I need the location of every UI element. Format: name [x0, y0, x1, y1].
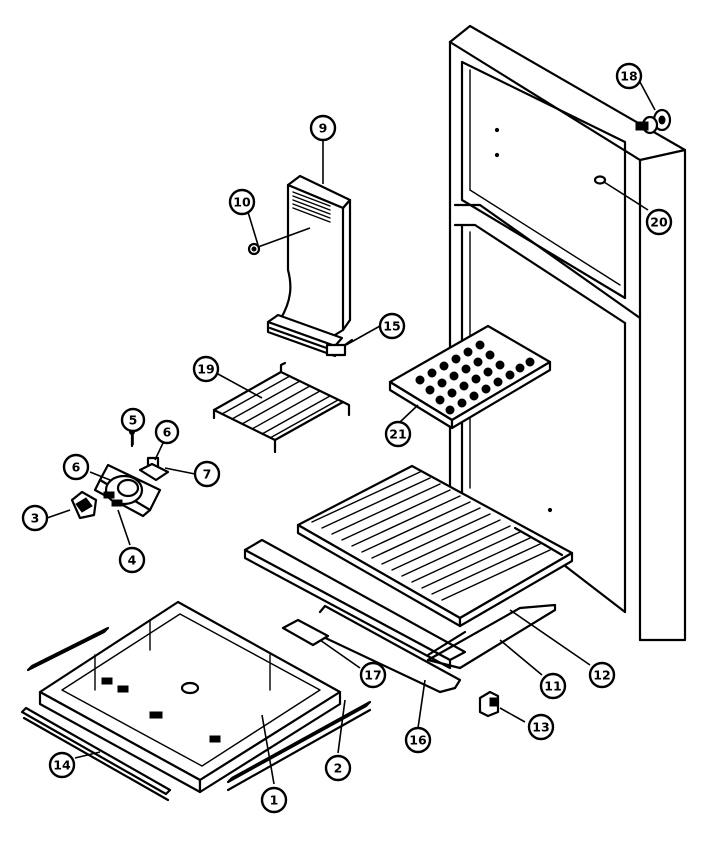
pad-part-17 [281, 618, 330, 647]
crisper-panel-part-11 [426, 603, 557, 670]
callout-17: 17 [359, 661, 387, 689]
fan-motor-part-4 [103, 474, 144, 507]
rail-left-upper [26, 626, 110, 672]
callout-number: 11 [544, 679, 561, 694]
light-socket-part-18 [635, 108, 672, 135]
callout-number: 2 [334, 761, 343, 776]
callout-18: 18 [615, 62, 643, 90]
shroud-part-7 [138, 462, 170, 482]
callout-number: 14 [53, 758, 71, 773]
callout-15: 15 [378, 312, 406, 340]
callout-16: 16 [404, 726, 432, 754]
callout-number: 18 [620, 69, 637, 84]
callout-21: 21 [384, 420, 412, 448]
callout-4: 4 [118, 546, 146, 574]
callout-5: 5 [120, 407, 146, 433]
callout-10: 10 [228, 188, 256, 216]
callout-number: 4 [128, 553, 137, 568]
callout-number: 6 [163, 425, 172, 440]
callout-number: 13 [532, 720, 549, 735]
callout-13: 13 [527, 713, 555, 741]
callout-number: 9 [319, 121, 328, 136]
callout-9: 9 [309, 114, 337, 142]
callout-11: 11 [539, 672, 567, 700]
leader-lines [46, 81, 656, 785]
callout-3: 3 [21, 504, 49, 532]
ice-tray-part-21 [388, 324, 552, 430]
callout-6-left: 6 [62, 453, 90, 481]
callout-number: 19 [197, 362, 214, 377]
callout-number: 10 [233, 195, 251, 210]
plug-part-20 [593, 175, 607, 185]
callout-number: 12 [593, 668, 610, 683]
callout-number: 3 [31, 511, 40, 526]
callout-number: 7 [203, 467, 212, 482]
crisper-ribs [311, 471, 551, 601]
callout-14: 14 [48, 751, 76, 779]
ice-tray-cells [415, 340, 535, 415]
screw-part-10 [247, 242, 261, 256]
evaporator-cover-part-9 [266, 174, 352, 358]
fan-blade-part-3 [70, 490, 98, 520]
vent-slots [292, 191, 331, 223]
callout-12: 12 [588, 661, 616, 689]
callout-19: 19 [192, 355, 220, 383]
callout-1: 1 [260, 786, 288, 814]
rail-part-2 [226, 700, 372, 792]
callout-6-upper: 6 [154, 419, 180, 445]
crisper-cover-part-12 [243, 464, 574, 670]
callout-number: 15 [383, 319, 400, 334]
callout-number: 5 [129, 413, 138, 428]
callout-number: 1 [270, 793, 279, 808]
callout-number: 17 [364, 668, 381, 683]
callout-number: 21 [389, 427, 406, 442]
rail-part-14 [20, 706, 172, 802]
callout-number: 16 [409, 733, 427, 748]
bracket-part-13 [478, 690, 500, 718]
callout-2: 2 [324, 754, 352, 782]
callouts: 9 10 15 19 18 20 21 5 6 6 7 3 4 11 12 13… [21, 62, 673, 814]
callout-number: 6 [72, 460, 81, 475]
callout-7: 7 [193, 460, 221, 488]
wire-shelf-part-19 [212, 361, 351, 454]
callout-20: 20 [645, 208, 673, 236]
callout-number: 20 [650, 215, 668, 230]
